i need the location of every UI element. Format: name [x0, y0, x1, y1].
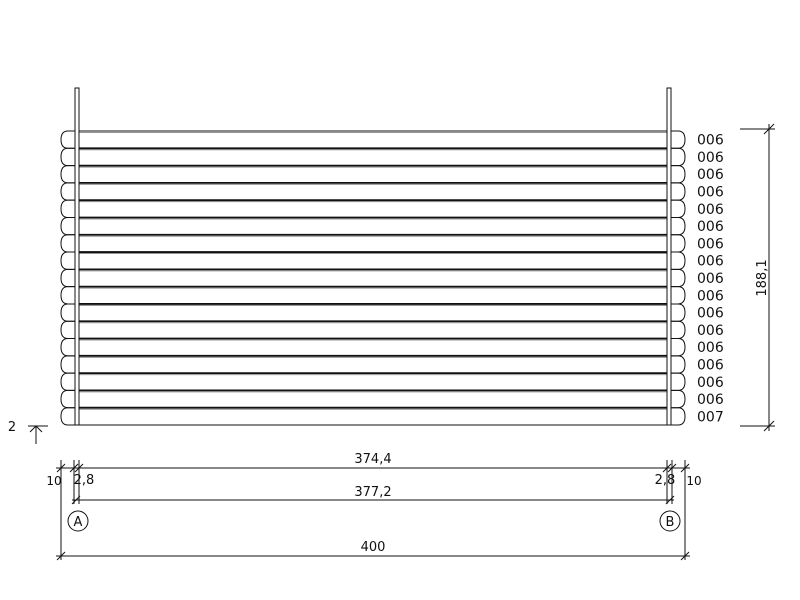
height-dimension: 188,1 — [740, 123, 775, 432]
log-end-label: 007 — [697, 409, 724, 425]
axis-a-label: A — [74, 515, 83, 530]
log-right-end — [671, 234, 686, 253]
log-left-end — [60, 286, 75, 305]
log-left-end — [60, 407, 75, 426]
log-row — [60, 303, 686, 323]
axis-a-marker: A — [67, 510, 89, 532]
axis-b-marker: B — [659, 510, 681, 532]
log-row — [60, 286, 686, 305]
log-end-label: 006 — [697, 392, 724, 408]
height-dimension-label: 188,1 — [755, 259, 770, 296]
right-corner-post — [666, 87, 672, 426]
right-post-label: 2,8 — [655, 473, 676, 488]
log-right-end — [671, 372, 686, 391]
log-end-label: 006 — [697, 271, 724, 287]
log-right-end — [671, 355, 686, 374]
log-right-end — [671, 216, 686, 236]
log-left-end — [60, 338, 75, 357]
overall-length-label: 400 — [361, 540, 386, 555]
log-end-label: 006 — [697, 306, 724, 322]
log-left-end — [60, 268, 75, 288]
log-right-end — [671, 268, 686, 288]
log-left-end — [60, 234, 75, 253]
log-row — [60, 251, 686, 271]
axis-b-label: B — [666, 515, 675, 530]
log-right-end — [671, 320, 686, 340]
left-post-label: 2,8 — [74, 473, 95, 488]
log-row — [60, 165, 686, 184]
log-end-label: 006 — [697, 133, 724, 149]
log-right-end — [671, 199, 686, 218]
log-row — [60, 389, 686, 409]
log-right-end — [671, 147, 686, 167]
log-left-end — [60, 372, 75, 391]
log-right-end — [671, 338, 686, 357]
log-left-end — [60, 355, 75, 374]
log-left-end — [60, 130, 75, 149]
log-row — [60, 355, 686, 375]
log-right-end — [671, 130, 686, 149]
log-row — [60, 338, 686, 357]
log-right-end — [671, 286, 686, 305]
log-row — [60, 320, 686, 340]
log-right-end — [671, 303, 686, 322]
log-left-end — [60, 251, 75, 270]
log-row — [60, 182, 686, 202]
log-row — [60, 407, 686, 426]
inner-length-label: 374,4 — [354, 452, 391, 467]
log-right-end — [671, 389, 686, 409]
log-right-end — [671, 251, 686, 270]
log-left-end — [60, 199, 75, 218]
log-left-end — [60, 182, 75, 201]
log-row — [60, 234, 686, 253]
base-level-marker: 2 — [8, 420, 48, 444]
log-end-label: 006 — [697, 150, 724, 166]
log-left-end — [60, 303, 75, 322]
log-end-label: 006 — [697, 202, 724, 218]
log-right-end — [671, 182, 686, 201]
log-end-label: 006 — [697, 167, 724, 183]
log-end-label: 006 — [697, 357, 724, 373]
log-row — [60, 147, 686, 167]
log-left-end — [60, 216, 75, 236]
log-end-labels: 0060060060060060060060060060060060060060… — [697, 133, 724, 426]
left-overhang-label: 10 — [46, 474, 61, 488]
log-row — [60, 268, 686, 288]
log-left-end — [60, 147, 75, 167]
log-right-end — [671, 407, 686, 426]
log-end-label: 006 — [697, 236, 724, 252]
log-left-end — [60, 165, 75, 184]
log-row — [60, 372, 686, 392]
log-end-label: 006 — [697, 375, 724, 391]
log-left-end — [60, 320, 75, 340]
log-end-label: 006 — [697, 185, 724, 201]
axis-length-label: 377,2 — [354, 485, 391, 500]
left-corner-post — [74, 87, 80, 426]
horizontal-dimensions: 374,4 10 2,8 2,8 10 377,2 400 — [46, 452, 702, 561]
log-end-label: 006 — [697, 288, 724, 304]
log-end-label: 006 — [697, 340, 724, 356]
log-row — [60, 130, 686, 150]
log-left-end — [60, 389, 75, 409]
base-level-label: 2 — [8, 420, 16, 435]
log-row — [60, 216, 686, 236]
right-overhang-label: 10 — [686, 474, 701, 488]
log-end-label: 006 — [697, 323, 724, 339]
log-row — [60, 199, 686, 219]
log-rows — [60, 130, 686, 426]
log-end-label: 006 — [697, 219, 724, 235]
log-end-label: 006 — [697, 254, 724, 270]
log-right-end — [671, 165, 686, 184]
